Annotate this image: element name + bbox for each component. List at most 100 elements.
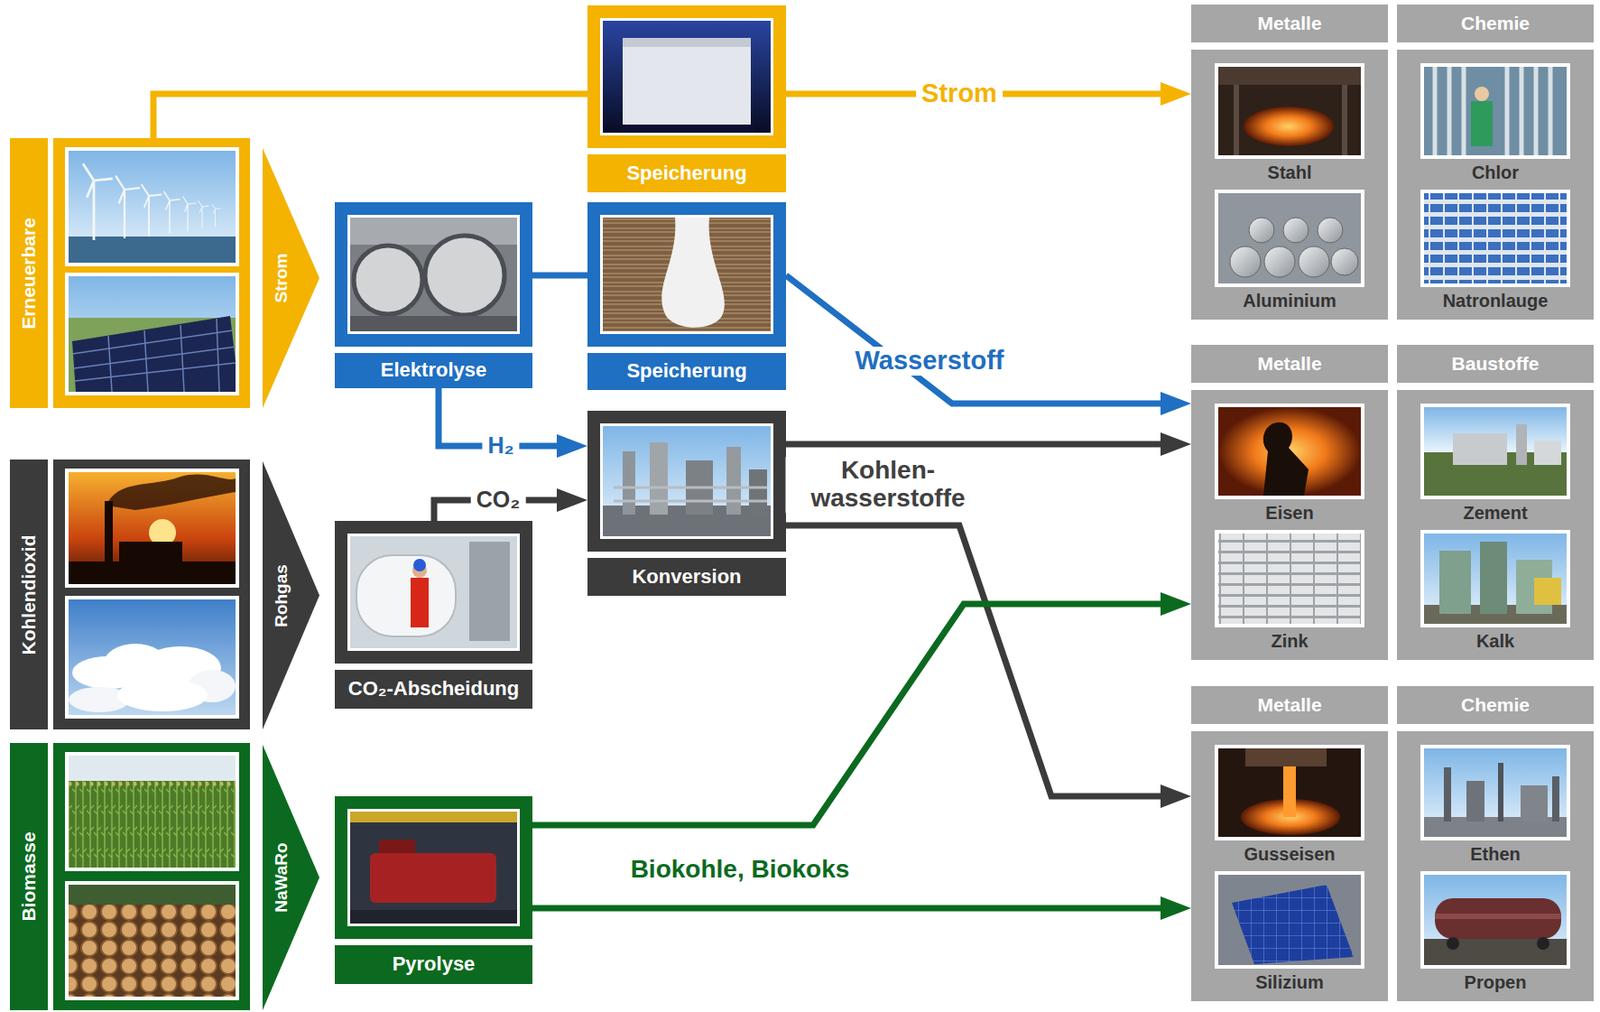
caption-row: Propen [1402,970,1589,994]
chlorine-photo [1424,66,1567,156]
smokestack-photo [119,541,183,565]
panel-header: Metalle [1191,685,1388,724]
capture-photo [350,536,518,648]
process-box: Speicherung [587,5,787,193]
panel-header: Baustoffe [1396,344,1594,383]
panel-header: Chemie [1396,4,1594,43]
logs-photo [68,884,236,905]
ethene-photo [1443,767,1452,822]
caption-row: Zink [1196,628,1383,653]
product-caption: Zement [1462,502,1527,523]
caption-row: Zement [1402,500,1589,525]
caption-row: Gusseisen [1196,841,1383,866]
ethene-photo [1520,785,1548,822]
silicon-photo [1218,874,1361,965]
steel-photo [1243,106,1334,147]
panel-title: Metalle [1257,12,1322,34]
logs-photo [68,904,236,997]
process-box: Konversion [587,410,787,596]
panel-body [1396,389,1594,660]
smokestack-photo [106,474,236,510]
product-caption: Chlor [1471,162,1519,183]
wind-photo [163,191,180,233]
panel-header: Metalle [1191,344,1388,383]
plant-photo [649,442,668,515]
lime-photo [1479,541,1508,614]
product-tile: Stahl [1214,63,1365,185]
aluminium-photo [1248,217,1275,243]
plant-photo [602,425,771,537]
sky-photo [117,678,208,712]
electrolyser-photo [353,245,423,315]
plant-photo [726,446,741,515]
connector-label: Wasserstoff [850,346,1010,376]
category-panel: MetalleGusseisenSilizium [1191,685,1388,1001]
lye-photo [1424,193,1567,284]
category-panel: MetalleStahlAluminium [1191,4,1388,320]
chevron-shape [262,461,320,730]
pyrolysis-photo [379,839,416,853]
zinc-photo [1218,533,1361,624]
product-tile: Zement [1420,403,1571,525]
source-frame [64,468,240,588]
capture-photo [356,554,456,637]
iron-photo [1218,406,1361,496]
product-caption: Stahl [1267,162,1313,183]
ethene-photo [1424,748,1567,837]
battery-photo [602,20,771,133]
ethene-photo [1552,776,1560,822]
process-box: Pyrolyse [334,795,533,984]
label-band: Kohlendioxid [9,459,48,730]
connector [532,905,1174,912]
iron-photo [1263,422,1309,496]
connector-label: Kohlen- wasserstoffe [786,456,991,513]
connector-label: CO₂ [471,487,527,513]
panel-title: Baustoffe [1452,352,1540,374]
chevron-fill [262,461,320,730]
panel-body [1191,730,1388,1001]
source-panel: Erneuerbare [9,138,250,408]
process-label: Elektrolyse [380,359,487,381]
battery-photo [622,37,751,47]
vertical-label: Erneuerbare [18,217,39,330]
plant-photo [749,469,768,515]
chlorine-photo [1474,86,1490,102]
photo-frame [1420,189,1571,287]
capture-photo [469,541,510,641]
lye-photo [1424,193,1567,284]
photo-frame [1214,529,1365,628]
product-caption: Eisen [1265,502,1314,523]
caption-row: Kalk [1402,628,1589,653]
product-tile: Chlor [1420,63,1571,185]
photo-frame [1420,403,1571,500]
propene-photo [1536,936,1550,950]
chevron-label: Rohgas [272,564,292,628]
wind-photo [68,236,236,263]
aluminium-photo [1218,193,1361,284]
connector [532,272,588,279]
product-tile: Propen [1420,870,1571,996]
electrolyser-photo [350,315,518,332]
steel-photo [1218,66,1361,85]
panel-body [1191,49,1594,1001]
lime-photo [1534,577,1562,605]
process-label: Konversion [631,565,741,588]
source-panel: Kohlendioxid [9,459,250,730]
label-strip: CO₂-Abscheidung [334,669,533,709]
lime-photo [1424,533,1567,624]
steel-photo [1218,66,1361,156]
electrolyser-photo [350,217,518,332]
propene-photo [1446,936,1460,950]
wind-photo [212,203,222,227]
aluminium-photo [1230,246,1261,278]
connector [153,93,588,139]
electrolyser-photo [350,217,518,332]
process-label: CO₂-Abscheidung [348,677,519,700]
pyrolysis-photo [369,852,497,903]
source-frame [64,147,240,267]
photo-frame [1214,403,1365,500]
cavern-photo [661,217,725,328]
label-strip: Speicherung [587,352,787,390]
picture-frame [334,202,533,347]
ethene-photo [1498,762,1504,822]
